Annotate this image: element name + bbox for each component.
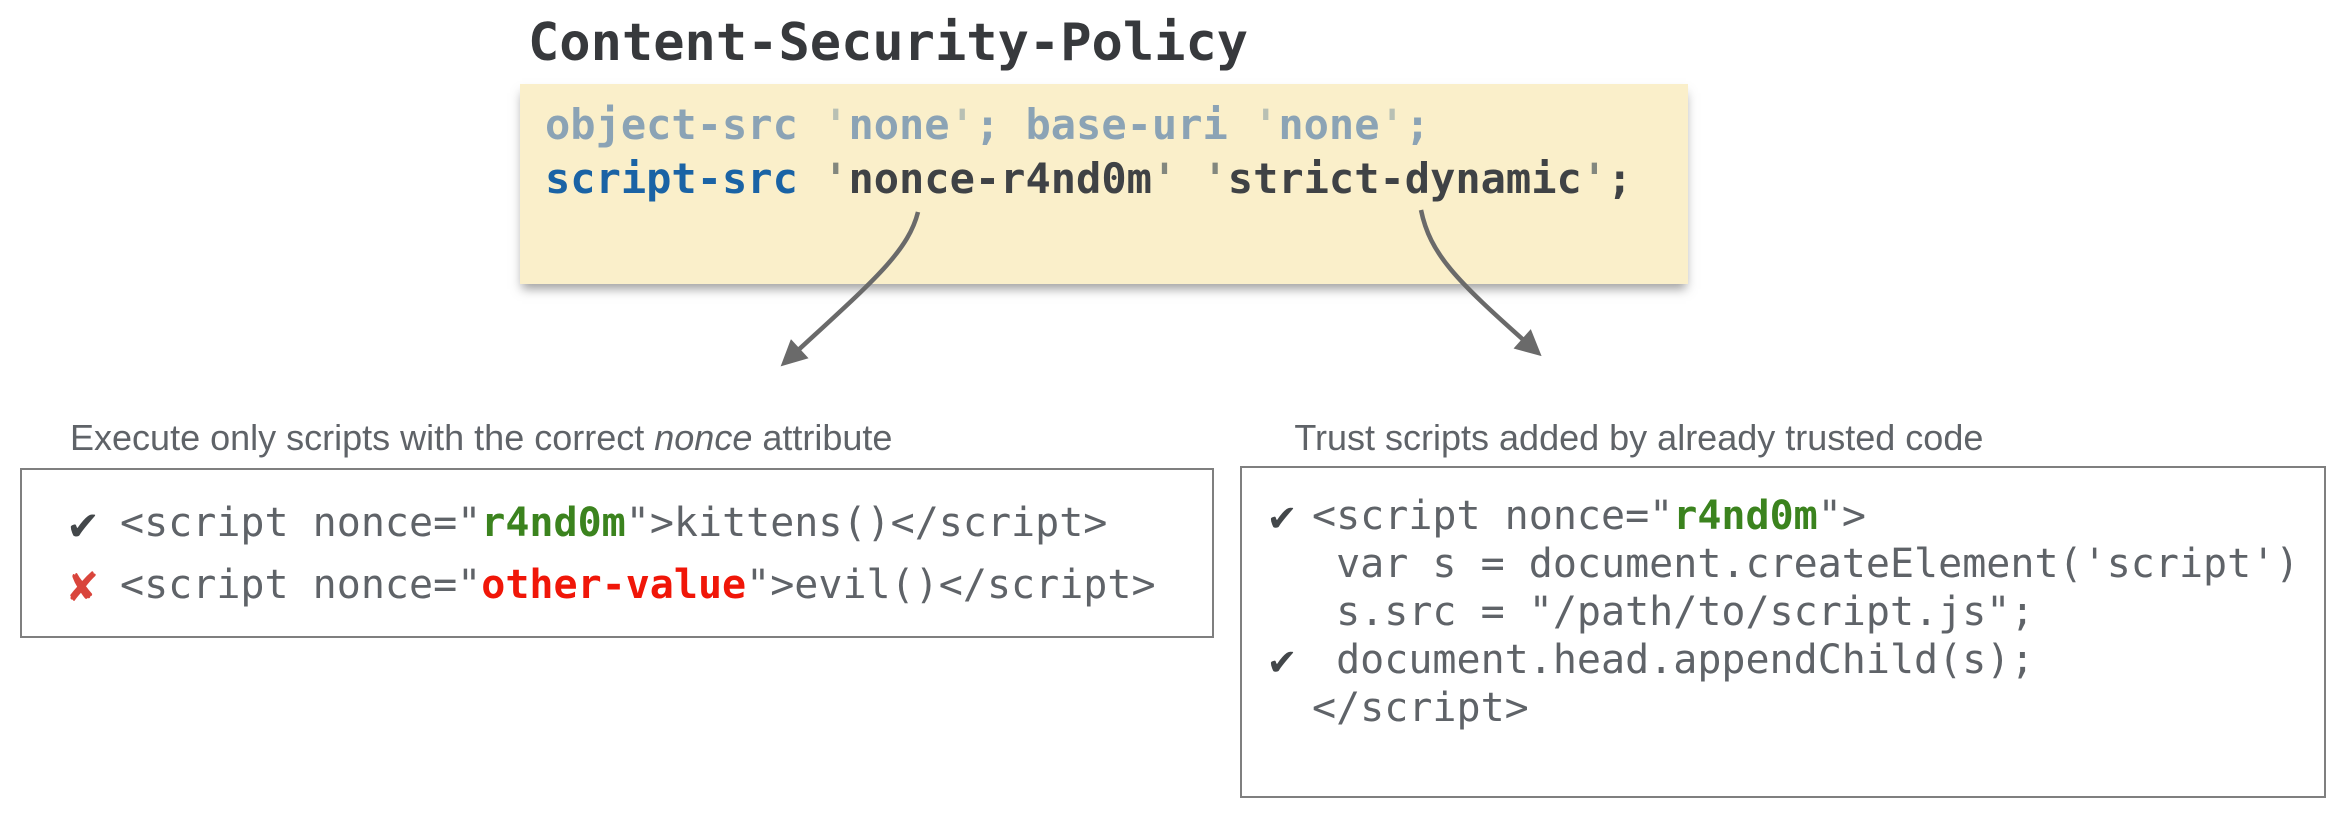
code-line: ✔ <script nonce="r4nd0m">	[1252, 492, 2324, 540]
code-token: ">evil()</script>	[746, 562, 1156, 608]
code-text: </script>	[1312, 685, 1529, 731]
code-token: ;	[1404, 100, 1431, 149]
code-line: s.src = "/path/to/script.js";	[1252, 588, 2324, 636]
code-token: r4nd0m	[481, 500, 626, 546]
code-text: s.src = "/path/to/script.js";	[1312, 589, 2034, 635]
check-icon: ✔	[1269, 491, 1295, 540]
code-token: none	[848, 100, 950, 149]
code-token: nonce-r4nd0m	[848, 154, 1152, 203]
code-token: '	[1379, 100, 1405, 149]
code-token: none	[1278, 100, 1380, 149]
code-token	[1177, 154, 1202, 203]
strict-dynamic-example-box: ✔ <script nonce="r4nd0m"> var s = documen…	[1240, 466, 2326, 798]
policy-line-object-src: object-src 'none'; base-uri 'none';	[545, 98, 1688, 152]
code-line: ✔ document.head.appendChild(s);	[1252, 636, 2324, 684]
code-token: '	[949, 100, 975, 149]
code-token: '	[1253, 100, 1279, 149]
caption-strict-dynamic: Trust scripts added by already trusted c…	[1255, 372, 1983, 504]
code-token: strict-dynamic	[1227, 154, 1582, 203]
code-text: <script nonce="r4nd0m">	[1312, 493, 1866, 539]
caption-nonce-emphasis: nonce	[654, 417, 753, 458]
code-token: <script nonce="	[120, 562, 482, 608]
caption-nonce: Execute only scripts with the correct no…	[30, 372, 892, 504]
cross-icon: ✘	[69, 558, 97, 612]
code-line: ✘ <script nonce="other-value">evil()</scr…	[46, 554, 1212, 616]
code-token: s.src = "/path/to/script.js";	[1312, 589, 2035, 635]
caption-nonce-text-end: attribute	[752, 417, 893, 458]
code-token: '	[1151, 154, 1178, 203]
check-icon: ✔	[69, 496, 97, 550]
code-token: <script nonce="	[1312, 493, 1674, 539]
code-token: '	[823, 154, 849, 203]
code-line: </script>	[1252, 684, 2324, 732]
code-token: r4nd0m	[1673, 493, 1818, 539]
code-token: var s = document.createElement('script')	[1312, 541, 2300, 587]
code-token: script-src	[545, 154, 824, 203]
code-text: <script nonce="other-value">evil()</scri…	[120, 562, 1156, 608]
code-token: ;	[1607, 154, 1633, 203]
policy-line-script-src: script-src 'nonce-r4nd0m' 'strict-dynami…	[545, 152, 1688, 206]
code-text: var s = document.createElement('script')	[1312, 541, 2299, 587]
code-token: object-src	[545, 100, 824, 149]
nonce-example-box: ✔<script nonce="r4nd0m">kittens()</scrip…	[20, 468, 1214, 638]
check-icon: ✔	[1269, 635, 1295, 684]
code-text: document.head.appendChild(s);	[1312, 637, 2034, 683]
code-token: base-uri	[1025, 100, 1254, 149]
csp-policy-box: object-src 'none'; base-uri 'none'; scri…	[520, 84, 1688, 284]
code-token: ">	[1817, 493, 1866, 539]
code-text: <script nonce="r4nd0m">kittens()</script…	[120, 500, 1107, 546]
caption-strict-dynamic-text: Trust scripts added by already trusted c…	[1294, 417, 1984, 458]
code-line: var s = document.createElement('script')	[1252, 540, 2324, 588]
code-token: '	[823, 100, 849, 149]
code-token: <script nonce="	[120, 500, 482, 546]
code-token: other-value	[481, 562, 747, 608]
page-title: Content-Security-Policy	[528, 13, 1249, 73]
code-token: </script>	[1312, 685, 1529, 731]
code-token: document.head.appendChild(s);	[1312, 637, 2035, 683]
code-line: ✔ <script nonce="r4nd0m">kittens()</scrip…	[46, 492, 1212, 554]
code-token: ">kittens()</script>	[625, 500, 1108, 546]
code-token: '	[1202, 154, 1228, 203]
code-token: '	[1581, 154, 1608, 203]
caption-nonce-text: Execute only scripts with the correct	[70, 417, 655, 458]
code-token: ;	[974, 100, 1026, 149]
